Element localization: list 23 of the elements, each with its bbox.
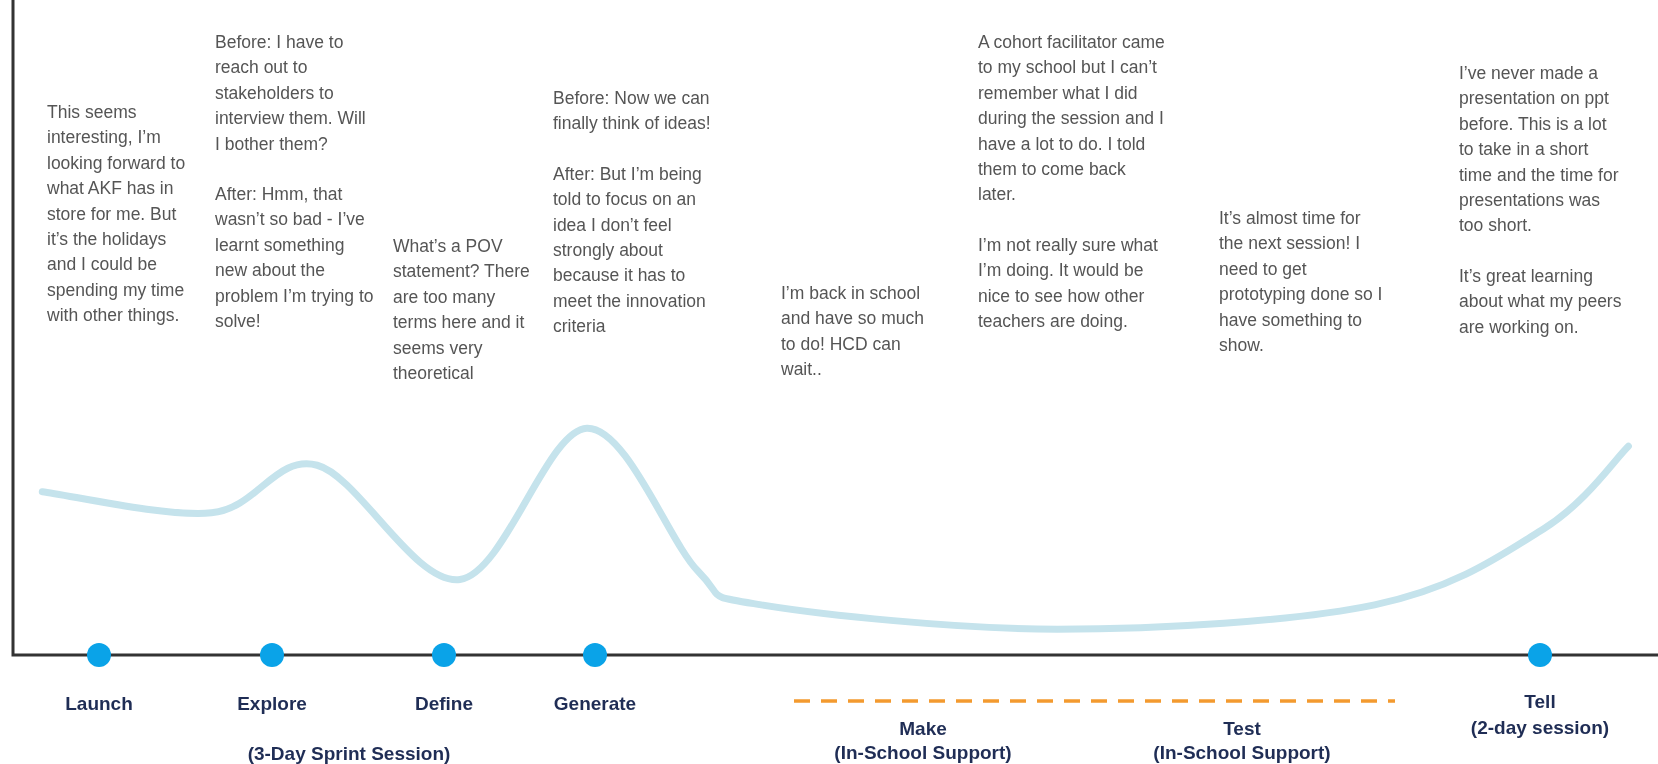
quote-text: It’s great learning about what my peers are working on.	[1459, 264, 1623, 339]
stage-label: Make	[899, 717, 947, 741]
quote-text: It’s almost time for the next session! I need to get prototyping done so I have something to show.	[1219, 207, 1384, 358]
quote-text: I’m back in school and have so much to do! HCD can wait..	[781, 282, 925, 382]
stage-label: Test	[1223, 717, 1261, 741]
quote-text: A cohort facilitator came to my school but I can’t remember what I did during the session and I have a lot to do. I told them to come back later.	[978, 31, 1166, 207]
quote-text: After: But I’m being told to focus on an idea I don’t feel strongly about because it has to meet the innovation criteria	[553, 162, 707, 339]
stage-label: Explore	[237, 692, 307, 716]
stage-label: (In-School Support)	[834, 741, 1012, 764]
quote-text: After: Hmm, that wasn’t so bad - I’ve learnt something new about the problem I’m trying to solve!	[215, 183, 375, 334]
stage-label: (3-Day Sprint Session)	[247, 742, 451, 764]
stage-label: Define	[414, 692, 474, 716]
quote-text: What’s a POV statement? There are too many terms here and it seems very theoretical	[393, 235, 531, 386]
quote-text: I’m not really sure what I’m doing. It would be nice to see how other teachers are doing.	[978, 233, 1159, 334]
stage-label: Tell	[1524, 690, 1556, 714]
quote-text: This seems interesting, I’m looking forward to what AKF has in store for me. But it’s the holidays and I could be spending my time with other things.	[47, 101, 187, 328]
stage-label: Launch	[65, 692, 133, 716]
stage-label: (2-day session)	[1470, 716, 1610, 740]
quote-text: Before: Now we can finally think of ideas!	[553, 87, 712, 136]
quote-text: I’ve never made a presentation on ppt before. This is a lot to take in a short time and the time for presentations was too short.	[1459, 62, 1620, 238]
stage-label: (In-School Support)	[1153, 741, 1331, 764]
quote-text: Before: I have to reach out to stakeholders to interview them. Will I bother them?	[215, 31, 367, 156]
stage-label: Generate	[553, 692, 637, 716]
